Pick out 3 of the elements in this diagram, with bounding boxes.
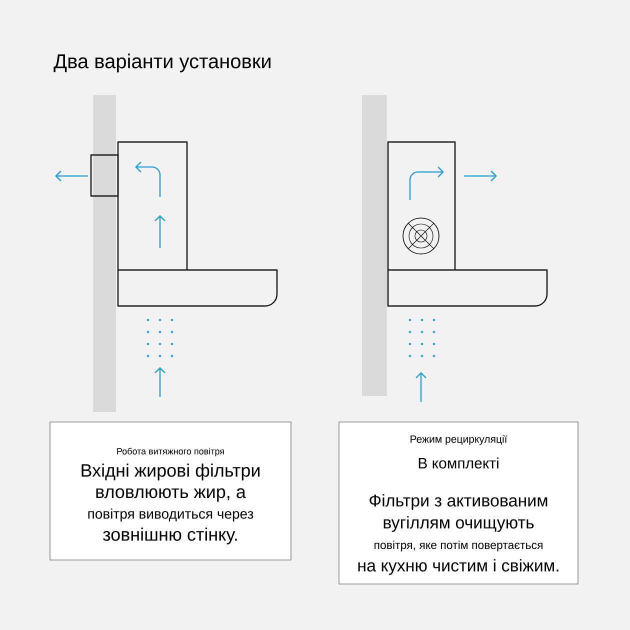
text-box: Режим рециркуляції В комплекті Фільтри з активованим вугіллям очищують повітря, яке потім повертається на кухню чистим і свіжим. [338,422,578,584]
title: Два варіанти установки [54,54,270,72]
text-box: Робота витяжного повітря Вхідні жирові фільтри вловлюють жир, а повітря виводиться через зовнішню стінку. [50,422,292,560]
